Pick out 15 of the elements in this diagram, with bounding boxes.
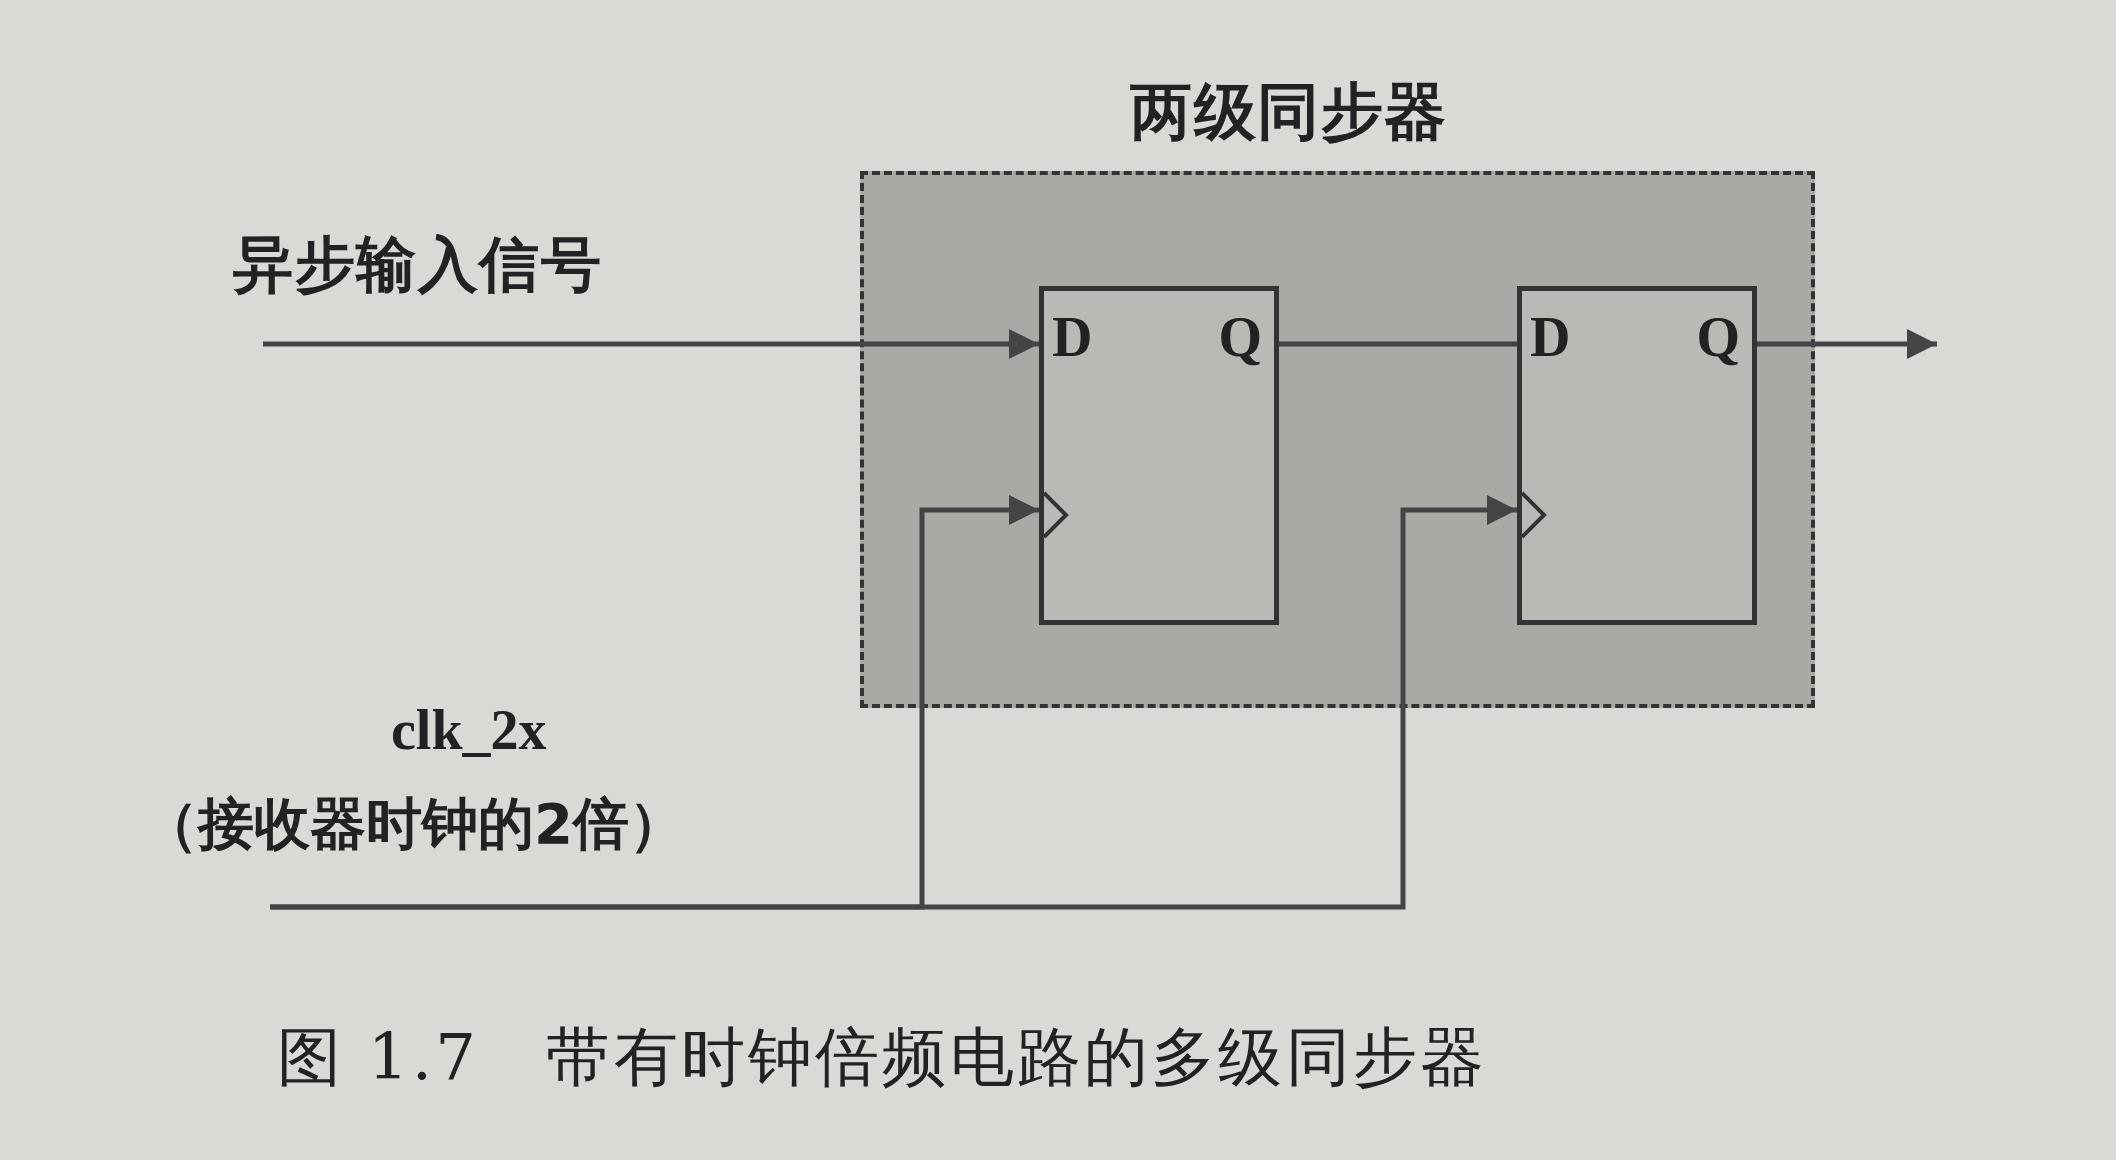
- flip-flop-box: [1039, 286, 1279, 625]
- signal-name: （接收器时钟的2倍）: [142, 796, 685, 852]
- pin-label: D: [1052, 309, 1093, 365]
- pin-label: D: [1530, 309, 1571, 365]
- synchronizer-group: [860, 81, 1815, 708]
- signal-line: [270, 495, 1517, 910]
- signal-line: [263, 329, 1039, 359]
- signal-line: [1279, 341, 1517, 347]
- group-title: 两级同步器: [1130, 81, 1448, 143]
- pin-label: Q: [1696, 309, 1740, 365]
- signal-name: clk_2x: [391, 702, 547, 758]
- figure-caption: 图 1.7 带有时钟倍频电路的多级同步器: [277, 1025, 1488, 1089]
- pin-label: Q: [1218, 309, 1262, 365]
- signal-line: [1757, 329, 1937, 359]
- flip-flop-box: [1517, 286, 1757, 625]
